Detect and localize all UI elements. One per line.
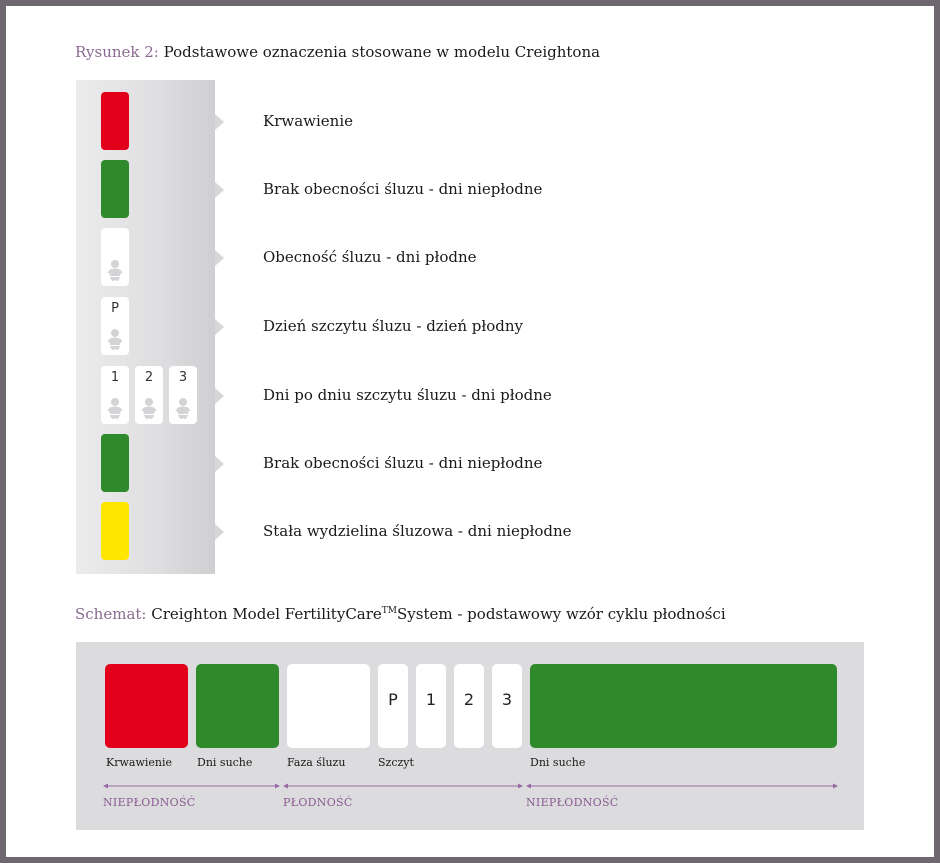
legend-stamp-white: 3 — [169, 366, 197, 424]
legend-pointer — [215, 524, 224, 540]
legend-stamp-red — [101, 92, 129, 150]
legend-stamp-green — [101, 160, 129, 218]
legend-pointer — [215, 114, 224, 130]
legend-pointer — [215, 388, 224, 404]
cycle-day-box — [287, 664, 370, 748]
legend-label: Dni po dniu szczytu śluzu - dni płodne — [263, 386, 552, 404]
legend-stamp-yellow — [101, 502, 129, 560]
legend-row: Brak obecności śluzu - dni niepłodne — [0, 434, 560, 494]
fertility-range-label: NIEPŁODNOŚĆ — [103, 796, 196, 809]
phase-label: Dni suche — [530, 756, 586, 769]
legend-row: Stała wydzielina śluzowa - dni niepłodne — [0, 502, 572, 562]
legend-label: Brak obecności śluzu - dni niepłodne — [263, 180, 543, 198]
schema-title-main: Creighton Model FertilityCare — [151, 605, 382, 623]
legend-pointer — [215, 456, 224, 472]
legend-stamp-white: P — [101, 297, 129, 355]
baby-icon — [107, 260, 123, 281]
cycle-day-box — [196, 664, 279, 748]
phase-label: Szczyt — [378, 756, 414, 769]
cycle-day-label: 1 — [425, 690, 437, 709]
fertility-range-label: NIEPŁODNOŚĆ — [526, 796, 619, 809]
range-arrow — [103, 783, 280, 789]
legend-stamp-white — [101, 228, 129, 286]
cycle-day-box — [105, 664, 188, 748]
cycle-day-label: 2 — [463, 690, 475, 709]
figure-title: Podstawowe oznaczenia stosowane w modelu… — [163, 43, 601, 61]
cycle-day-box: P — [378, 664, 408, 748]
legend-stamp-white: 2 — [135, 366, 163, 424]
cycle-day-label: P — [388, 690, 398, 709]
legend-row: Krwawienie — [0, 92, 560, 152]
legend-pointer — [215, 250, 224, 266]
phase-label: Dni suche — [197, 756, 253, 769]
schema-prefix: Schemat: — [75, 605, 147, 623]
cycle-day-box — [530, 664, 837, 748]
legend-label: Dzień szczytu śluzu - dzień płodny — [263, 317, 524, 335]
legend-pointer — [215, 319, 224, 335]
legend-strip — [76, 80, 215, 574]
baby-icon — [141, 398, 157, 419]
schema-title-rest: System - podstawowy wzór cyklu płodności — [397, 605, 726, 623]
schema-heading: Schemat: Creighton Model FertilityCareTM… — [75, 605, 726, 623]
phase-label: Faza śluzu — [287, 756, 346, 769]
cycle-day-box: 2 — [454, 664, 484, 748]
range-arrow — [526, 783, 838, 789]
legend-label: Obecność śluzu - dni płodne — [263, 248, 477, 266]
cycle-day-box: 3 — [492, 664, 522, 748]
legend-row: Brak obecności śluzu - dni niepłodne — [0, 160, 560, 220]
figure-prefix: Rysunek 2: — [75, 43, 159, 61]
baby-icon — [175, 398, 191, 419]
legend-label: Krwawienie — [263, 112, 354, 130]
legend-label: Stała wydzielina śluzowa - dni niepłodne — [263, 522, 572, 540]
figure-heading: Rysunek 2: Podstawowe oznaczenia stosowa… — [75, 43, 600, 61]
legend-stamp-green — [101, 434, 129, 492]
legend-pointer — [215, 182, 224, 198]
cycle-day-box: 1 — [416, 664, 446, 748]
legend-label: Brak obecności śluzu - dni niepłodne — [263, 454, 543, 472]
legend-row: P Dzień szczytu śluzu - dzień płodny — [0, 297, 560, 357]
stamp-letter: 2 — [144, 370, 154, 385]
stamp-letter: 1 — [110, 370, 120, 385]
range-arrow — [283, 783, 523, 789]
baby-icon — [107, 398, 123, 419]
phase-label: Krwawienie — [106, 756, 173, 769]
stamp-letter: 3 — [178, 370, 188, 385]
trademark-mark: TM — [381, 606, 397, 616]
legend-stamp-white: 1 — [101, 366, 129, 424]
stamp-letter: P — [111, 301, 119, 316]
legend-row: Obecność śluzu - dni płodne — [0, 228, 560, 288]
cycle-day-label: 3 — [501, 690, 513, 709]
baby-icon — [107, 329, 123, 350]
fertility-range-label: PŁODNOŚĆ — [283, 796, 353, 809]
